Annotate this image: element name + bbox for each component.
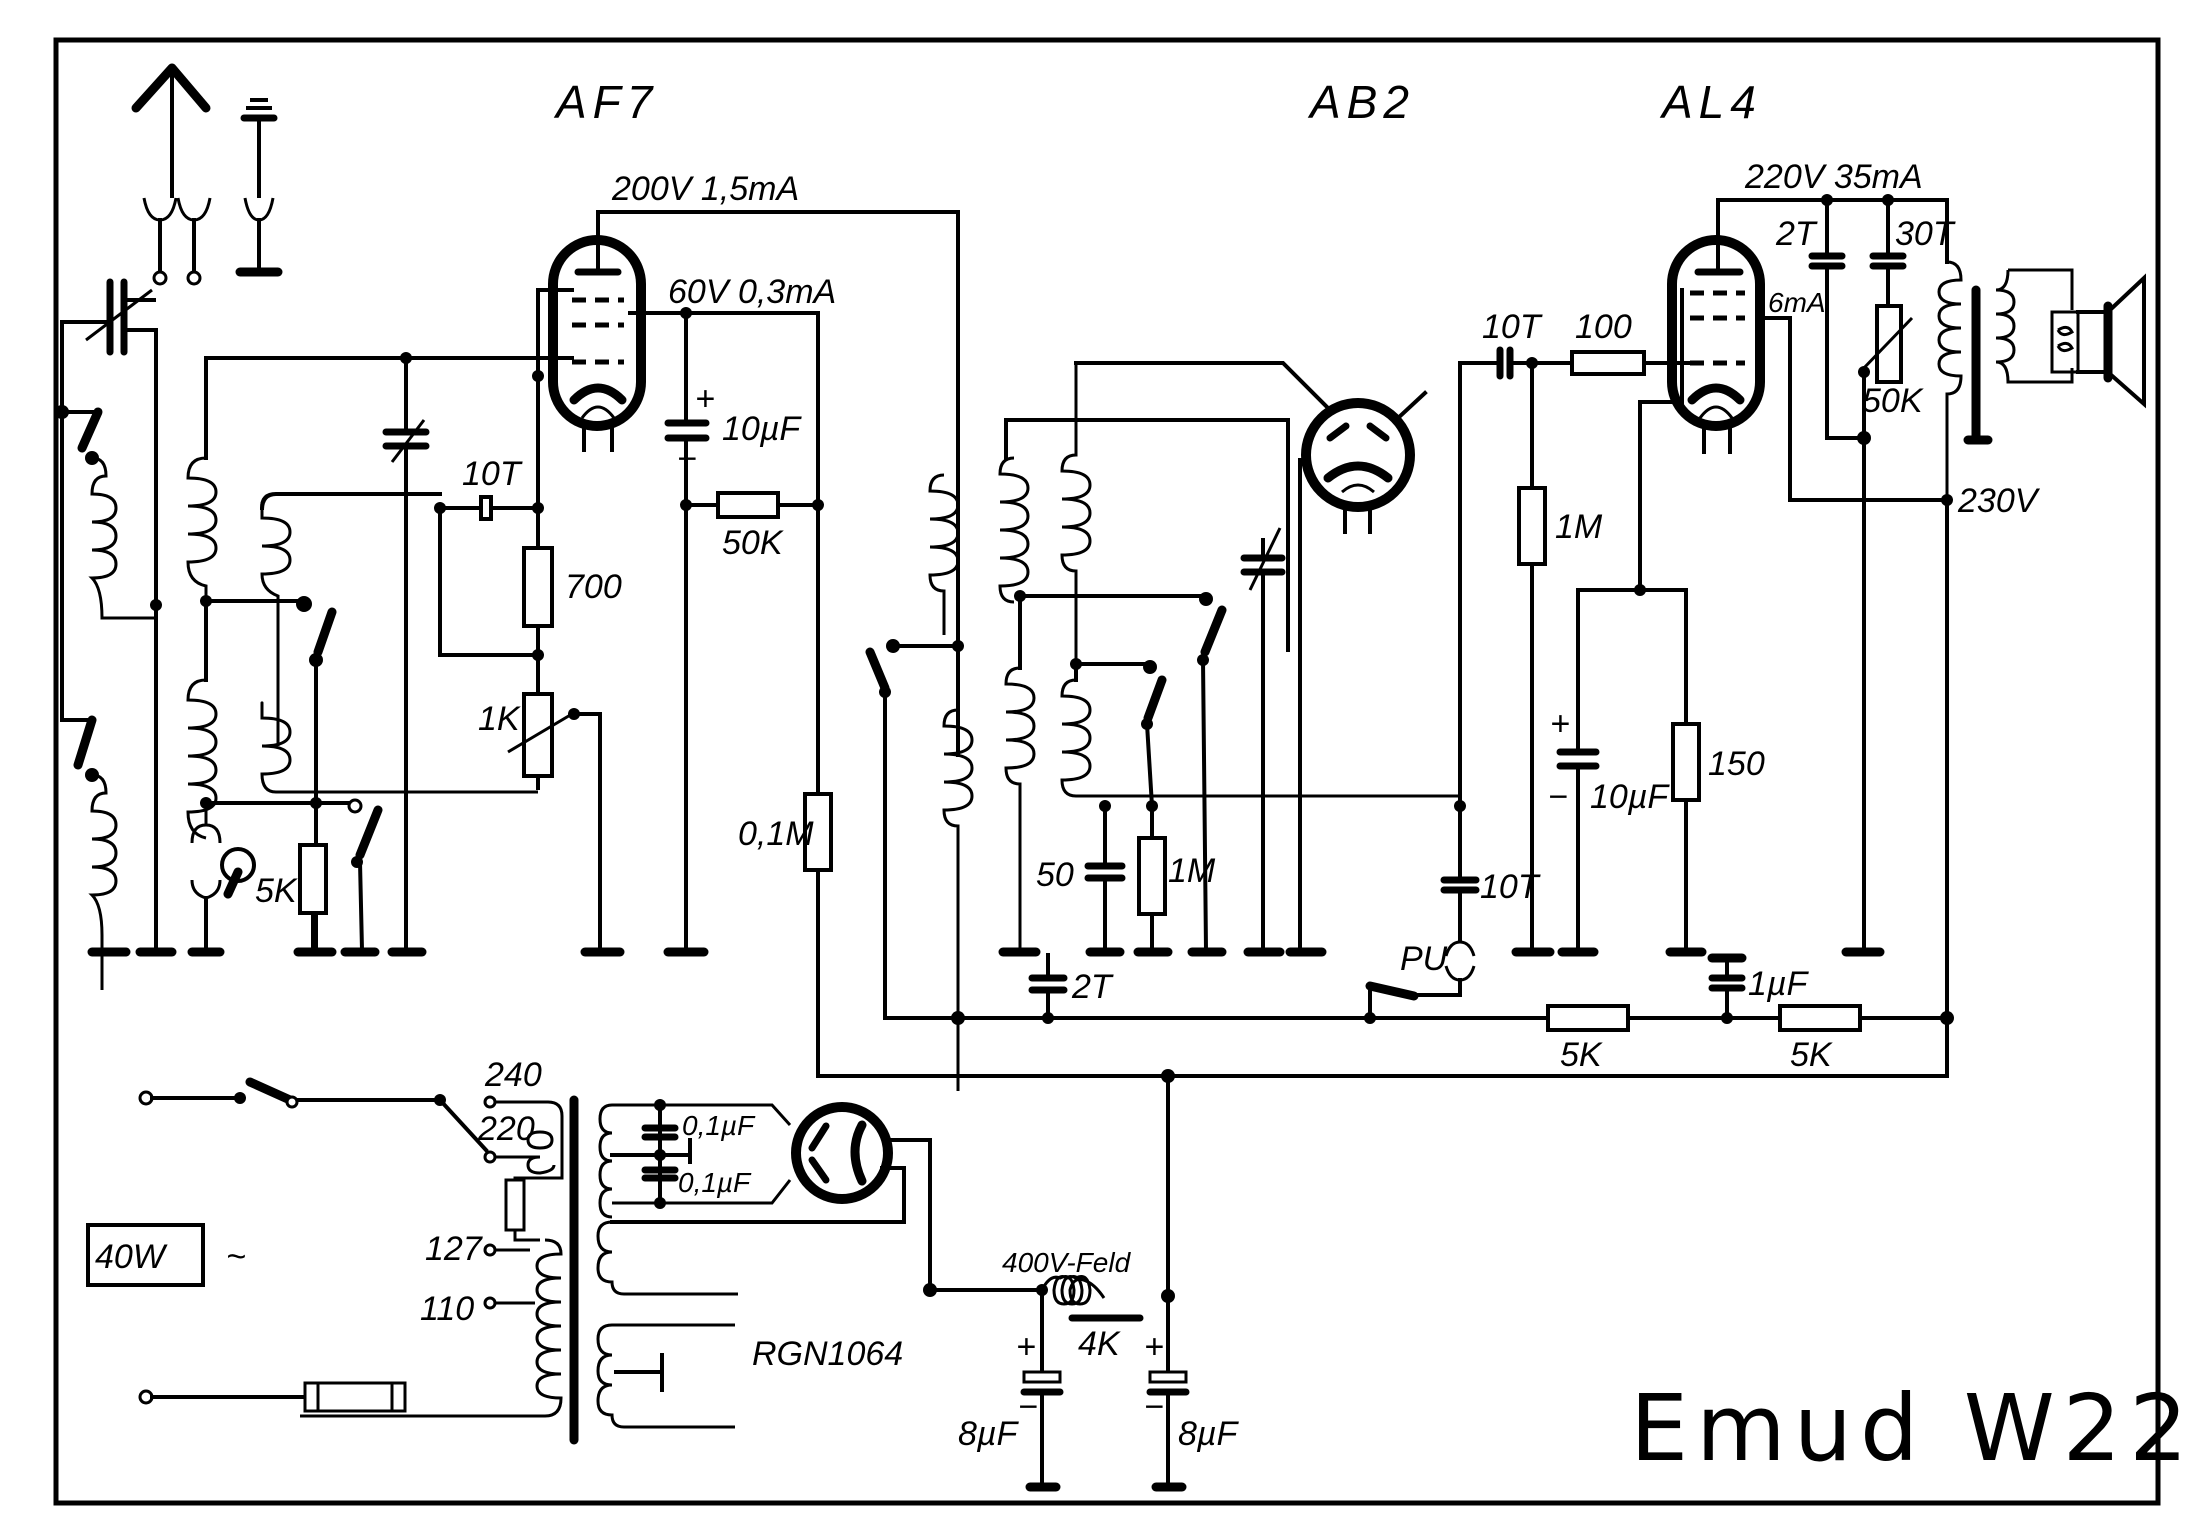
label-400v-feld: 400V-Feld xyxy=(1002,1247,1132,1278)
antenna-coil-lower xyxy=(87,773,177,990)
label-ab2: AB2 xyxy=(1307,76,1415,128)
minus-filter-2: − xyxy=(1144,1388,1164,1426)
label-tap-220: 220 xyxy=(477,1110,535,1148)
label-tap-127: 127 xyxy=(425,1230,483,1268)
label-700: 700 xyxy=(565,568,622,606)
label-tap-110: 110 xyxy=(420,1290,474,1328)
label-30t: 30T xyxy=(1895,215,1956,253)
label-10t-pu: 10T xyxy=(1480,868,1541,906)
al4-cathode-network: + − 10µF 150 xyxy=(1548,584,1765,957)
tuning-capacitor-af7 xyxy=(382,352,430,952)
antenna-trimmer-capacitor xyxy=(60,278,158,952)
label-1k: 1K xyxy=(478,700,521,738)
label-0-1m: 0,1M xyxy=(738,815,814,853)
af7-screen-network: + − 10µF 50K 0,1M xyxy=(628,307,1949,1078)
label-1uf: 1µF xyxy=(1748,965,1809,1003)
label-1m-grid: 1M xyxy=(1555,508,1603,546)
heater-winding-1 xyxy=(596,1220,740,1296)
capacitor-2t-bottom: 2T xyxy=(1028,953,1114,1024)
loudspeaker xyxy=(2050,273,2146,409)
band-switch-center xyxy=(309,607,383,953)
label-af7-anode: 200V 1,5mA xyxy=(611,170,799,208)
label-al4: AL4 xyxy=(1659,76,1762,128)
plus-filter-1: + xyxy=(1016,1328,1036,1366)
label-10t-al4: 10T xyxy=(1482,308,1543,346)
label-2t-bottom: 2T xyxy=(1071,968,1114,1006)
ac-symbol: ~ xyxy=(226,1238,246,1276)
oscillator-coil-primary xyxy=(186,356,550,840)
mains-transformer: 240 220 127 110 xyxy=(300,1056,579,1445)
mains-switch xyxy=(138,1077,489,1153)
af7-grid-network: 10T 700 1K xyxy=(434,288,622,952)
label-230v: 230V xyxy=(1957,482,2041,520)
antenna-socket xyxy=(142,197,212,286)
dial-lamp xyxy=(190,803,256,952)
antenna-coil-upper xyxy=(88,456,162,620)
tube-ab2 xyxy=(1298,390,1428,952)
label-tap-240: 240 xyxy=(484,1056,542,1094)
al4-anode-network: 2T 30T 50K xyxy=(1716,194,1956,957)
label-pu: PU xyxy=(1400,940,1448,978)
label-150: 150 xyxy=(1708,745,1765,783)
drawing-frame xyxy=(53,37,2161,1506)
band-switch-left xyxy=(55,405,103,782)
label-5k-a: 5K xyxy=(1560,1036,1603,1074)
label-rgn1064: RGN1064 xyxy=(752,1335,903,1373)
label-1m-det: 1M xyxy=(1168,852,1216,890)
hv-secondary: 0,1µF 0,1µF xyxy=(598,1099,792,1219)
af7-anode-line xyxy=(596,210,960,757)
label-af7: AF7 xyxy=(553,76,658,128)
tube-al4 xyxy=(1638,198,1949,592)
label-10uf-af7: 10µF xyxy=(722,410,802,448)
label-al4-anode: 220V 35mA xyxy=(1744,158,1923,196)
detector-tuning-capacitor xyxy=(1240,527,1286,952)
label-af7-screen: 60V 0,3mA xyxy=(668,273,836,311)
filter-network: 4K 400V-Feld + − 8µF + − 8µF xyxy=(923,1247,1239,1492)
detector-coils xyxy=(998,361,1466,953)
antenna-symbol xyxy=(131,63,211,198)
label-0-1uf-a: 0,1µF xyxy=(682,1110,756,1141)
label-8uf-a: 8µF xyxy=(958,1415,1019,1453)
minus-al4-cap: − xyxy=(1548,778,1568,816)
label-40w: 40W xyxy=(95,1238,168,1276)
label-10t-af7: 10T xyxy=(462,455,523,493)
label-8uf-b: 8µF xyxy=(1178,1415,1239,1453)
supply-230v-node: 230V xyxy=(1941,482,2041,1078)
label-4k: 4K xyxy=(1078,1325,1121,1363)
label-50: 50 xyxy=(1036,856,1074,894)
label-50k-tone: 50K xyxy=(1862,382,1924,420)
label-5k-osc: 5K xyxy=(255,872,298,910)
label-50k-af7: 50K xyxy=(722,524,784,562)
plus-al4-cap: + xyxy=(1550,705,1570,743)
pickup-input: 10T PU xyxy=(1364,804,1541,1024)
label-100: 100 xyxy=(1575,308,1632,346)
tube-rgn1064 xyxy=(610,1102,932,1292)
minus-filter-1: − xyxy=(1018,1388,1038,1426)
resistor-5k-osc: 5K xyxy=(255,843,328,952)
al4-input-network: 10T 100 1M xyxy=(1458,308,1692,957)
bias-divider: 5K 5K 1µF xyxy=(883,953,1954,1298)
plus-af7-cap: + xyxy=(695,380,715,418)
output-transformer xyxy=(1937,260,2074,500)
oscillator-coil-secondary xyxy=(204,492,538,794)
mains-fuse xyxy=(138,1381,407,1413)
heater-winding-2 xyxy=(596,1323,735,1429)
af7-output-coil xyxy=(865,473,1384,1091)
detector-load: 50 1M xyxy=(1036,804,1216,952)
label-10uf-al4: 10µF xyxy=(1590,778,1670,816)
tube-af7 xyxy=(532,210,646,452)
label-al4-screen: 6mA xyxy=(1768,287,1826,318)
label-2t-anode: 2T xyxy=(1775,215,1818,253)
mains-power-label: 40W ~ xyxy=(86,1223,246,1287)
label-0-1uf-b: 0,1µF xyxy=(678,1167,752,1198)
plus-filter-2: + xyxy=(1144,1328,1164,1366)
label-5k-b: 5K xyxy=(1790,1036,1833,1074)
schematic-title: Emud W22 xyxy=(1630,1375,2196,1482)
earth-socket xyxy=(235,98,283,277)
